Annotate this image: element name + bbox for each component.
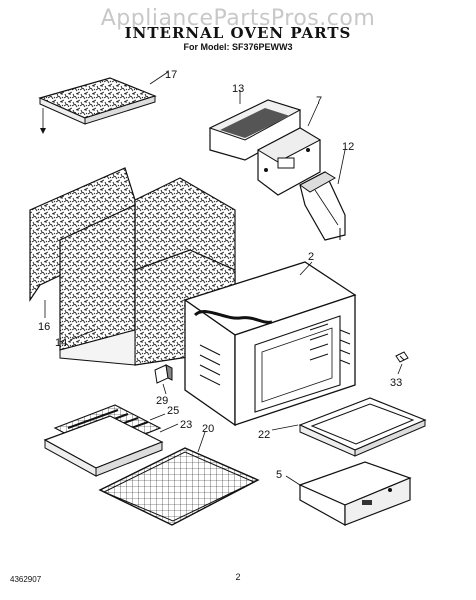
vent-duct: [299, 171, 346, 241]
oven-rack: [98, 447, 260, 526]
drawer-tray: [298, 397, 427, 457]
callout-7: 7: [316, 95, 322, 107]
document-number: 4362907: [10, 575, 42, 584]
bottom-drawer-pan: [298, 461, 412, 527]
callout-16: 16: [38, 321, 50, 333]
clip-part: [395, 351, 409, 363]
callout-2: 2: [308, 251, 314, 263]
vent-bracket: [256, 127, 322, 196]
callout-29: 29: [156, 395, 168, 407]
callout-14: 14: [55, 337, 67, 349]
broiler-pan: [43, 415, 164, 477]
oven-cavity: [183, 261, 357, 427]
callout-20: 20: [202, 423, 214, 435]
callout-5: 5: [276, 469, 282, 481]
model-subtitle: For Model: SF376PEWW3: [183, 42, 293, 52]
callout-25: 25: [167, 405, 179, 417]
duct-top: [208, 99, 302, 161]
callout-33: 33: [390, 377, 402, 389]
page-number: 2: [235, 572, 241, 582]
watermark: AppliancePartsPros.com: [100, 6, 376, 31]
callout-23: 23: [180, 419, 192, 431]
callout-22: 22: [258, 429, 270, 441]
callout-17: 17: [165, 69, 177, 81]
page-title: INTERNAL OVEN PARTS: [124, 24, 352, 42]
small-bracket: [154, 364, 173, 384]
callout-13: 13: [232, 83, 244, 95]
callout-12: 12: [342, 141, 354, 153]
insulation-pad-top: [38, 77, 157, 125]
